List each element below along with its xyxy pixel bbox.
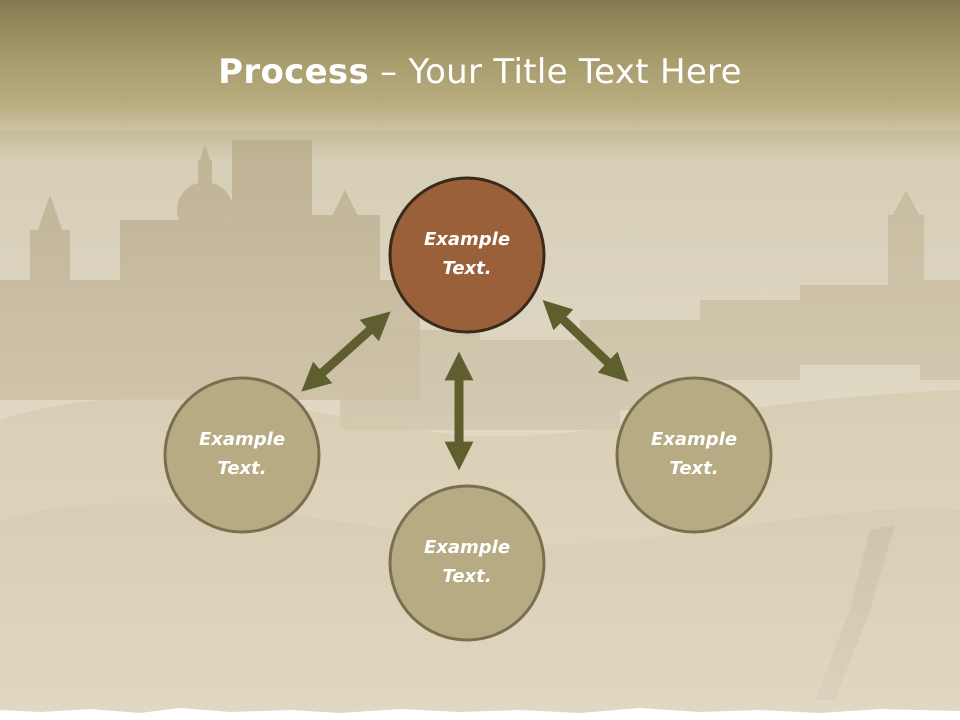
- title-rest: – Your Title Text Here: [369, 52, 742, 92]
- slide-title[interactable]: Process – Your Title Text Here: [0, 52, 960, 92]
- node-right-label-line2: Text.: [669, 458, 719, 479]
- node-top-label-line2: Text.: [442, 258, 492, 279]
- arrow-top-left: [301, 311, 391, 392]
- node-bottom-label-line2: Text.: [442, 566, 492, 587]
- node-left-label-line1: Example: [198, 429, 286, 450]
- node-right-label-line1: Example: [650, 429, 738, 450]
- torn-paper-edge: [0, 708, 960, 720]
- title-bold: Process: [218, 52, 370, 92]
- title-band: [0, 0, 960, 160]
- node-left-label-line2: Text.: [217, 458, 267, 479]
- node-bottom-label-line1: Example: [423, 537, 511, 558]
- node-top-circle[interactable]: [388, 176, 546, 334]
- node-bottom-circle[interactable]: [388, 484, 546, 642]
- node-right-circle[interactable]: [615, 376, 773, 534]
- node-left-circle[interactable]: [163, 376, 321, 534]
- node-top-label-line1: Example: [423, 229, 511, 250]
- arrow-top-right: [542, 300, 629, 382]
